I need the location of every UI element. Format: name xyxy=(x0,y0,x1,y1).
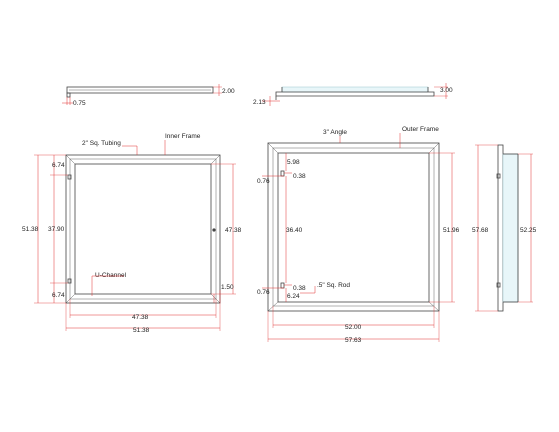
side-glass xyxy=(502,153,519,303)
rod-upper xyxy=(280,170,285,177)
inner-dim-right: 47.38 xyxy=(225,227,242,234)
side-dim-outer: 57.68 xyxy=(472,227,489,234)
callout-inner-frame: Inner Frame xyxy=(165,133,201,140)
inner-frame-miter xyxy=(65,154,76,165)
inner-dim-outer-width: 51.38 xyxy=(133,327,150,334)
callout-rod: .5" Sq. Rod xyxy=(317,282,350,289)
inner-dim-height: 51.38 xyxy=(22,226,39,233)
side-dim-inner: 52.25 xyxy=(520,227,537,234)
callout-u-channel: U-Channel xyxy=(95,272,127,279)
outer-frame-top-view: 3.00 2.13 xyxy=(253,83,453,106)
outer-top-angle xyxy=(275,91,435,97)
outer-dim-rod-gap-lower: 0.76 xyxy=(257,289,270,296)
inner-frame-inner-edge xyxy=(74,163,212,295)
outer-dim-rod-lower: 0.38 xyxy=(293,285,306,292)
rod-lower xyxy=(280,282,285,289)
outer-dim-rod-gap-upper: 0.76 xyxy=(257,178,270,185)
outer-dim-bottom-offset: 6.24 xyxy=(287,293,300,300)
outer-frame-outer-edge xyxy=(267,142,440,312)
outer-dim-rod-upper: 0.38 xyxy=(293,173,306,180)
outer-thickness-label: 3.00 xyxy=(440,87,453,94)
outer-dim-outer-width: 57.63 xyxy=(345,337,362,344)
side-angle xyxy=(497,144,504,312)
outer-dim-height-inner: 51.96 xyxy=(443,227,460,234)
side-view: 57.68 52.25 xyxy=(472,144,537,312)
inner-frame-miter xyxy=(65,293,76,304)
outer-dim-inner-width: 52.00 xyxy=(345,324,362,331)
callout-outer-frame: Outer Frame xyxy=(402,126,439,133)
inner-frame-miter xyxy=(210,293,221,304)
side-hinge xyxy=(496,282,501,288)
latch-knob xyxy=(212,228,216,232)
inner-top-flange xyxy=(66,92,71,98)
inner-flange-label: 0.75 xyxy=(73,100,86,107)
inner-dim-tube: 1.50 xyxy=(221,284,234,291)
inner-frame-outer-edge xyxy=(65,154,221,304)
outer-dim-middle: 36.40 xyxy=(286,227,303,234)
outer-top-glass xyxy=(281,86,429,93)
inner-thickness-label: 2.00 xyxy=(222,88,235,95)
side-hinge xyxy=(496,173,501,179)
outer-offset-label: 2.13 xyxy=(253,99,266,106)
inner-frame-elevation: 6.74 37.90 6.74 51.38 47.38 1.50 47.38 5… xyxy=(22,133,242,334)
inner-dim-middle: 37.90 xyxy=(48,226,65,233)
callout-tubing: 2" Sq. Tubing xyxy=(82,140,121,147)
outer-frame-angle-line xyxy=(272,147,435,307)
inner-frame-miter xyxy=(210,154,221,165)
inner-frame-top-view: 2.00 0.75 xyxy=(62,84,235,107)
outer-frame-miter xyxy=(267,142,279,154)
outer-frame-miter xyxy=(428,142,440,154)
outer-dim-top-offset: 5.98 xyxy=(287,159,300,166)
hinge-pin-lower xyxy=(67,278,72,284)
inner-dim-top: 6.74 xyxy=(52,162,65,169)
outer-frame-elevation: 5.98 0.38 0.76 36.40 0.38 0.76 6.24 51.9… xyxy=(257,126,460,344)
inner-dim-inner-width: 47.38 xyxy=(132,314,149,321)
hinge-pin-upper xyxy=(67,174,72,180)
inner-top-bar xyxy=(66,86,214,94)
callout-angle: 3" Angle xyxy=(323,129,347,136)
inner-dim-bottom: 6.74 xyxy=(52,292,65,299)
inner-frame-tube-line xyxy=(69,158,217,300)
outer-frame-inner-edge xyxy=(277,152,430,303)
